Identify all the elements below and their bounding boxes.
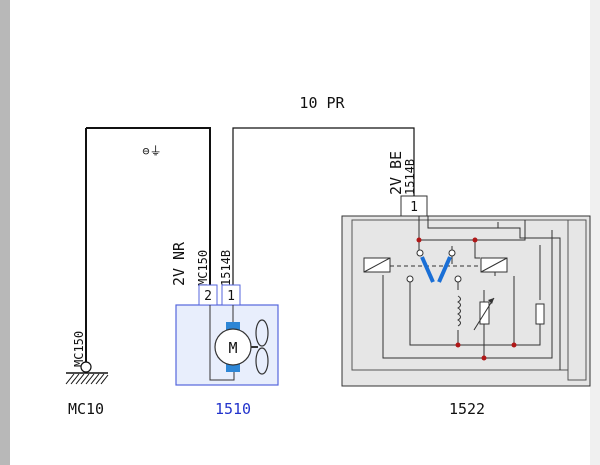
relay-switch-blade [420,256,435,283]
relay-switch-blade [437,256,452,283]
relay-pin-1: 1 [410,200,418,215]
junction-node [416,237,422,243]
ground-wire-code: MC150 [72,331,86,367]
motor-brush [226,364,240,372]
wire-code-left-2: 1514B [219,250,233,286]
window-left-edge [0,0,10,465]
motor-connector-pin-1 [221,284,241,306]
motor-pin-2-label: 2 [204,289,212,304]
motor-1510: 2 1 M 1510 [175,284,279,418]
ground-symbol-label: ⊖⏚ [142,144,161,158]
wire-label-10-pr: 10 PR [299,94,345,112]
wire-color-left: NR [170,241,188,260]
junction-node [481,355,487,361]
fan-icon [255,319,269,375]
relay-side-box [567,219,587,381]
wire-mc150 [86,127,211,285]
relay-1522: 1 [341,195,591,387]
junction-node [472,237,478,243]
relay-contact [448,249,456,257]
wire-code-right: 1514B [403,159,417,195]
motor-connector-pin-2 [198,284,218,306]
relay-fuse [535,303,545,325]
wire-1514B [232,127,415,285]
relay-outer-box [341,215,591,387]
ground-id: MC10 [68,400,104,418]
motor-id: 1510 [215,400,251,418]
motor-label: M [228,339,237,357]
relay-inductor [457,295,461,327]
wire-code-left-1: MC150 [196,250,210,286]
ground-mc10: MC150 MC10 [65,331,109,418]
relay-id: 1522 [449,400,485,418]
wire-voltage-right: 2V [387,177,405,195]
motor-brush [226,322,240,330]
motor-pin-1-label: 1 [227,289,235,304]
relay-contact [416,249,424,257]
junction-node [455,342,461,348]
relay-contact [406,275,414,283]
relay-contact [454,275,462,283]
junction-node [511,342,517,348]
window-right-edge [590,0,600,465]
wire-voltage-left: 2V [170,268,188,286]
wire-color-right: BE [387,151,405,169]
ground-terminal-icon [80,361,92,373]
